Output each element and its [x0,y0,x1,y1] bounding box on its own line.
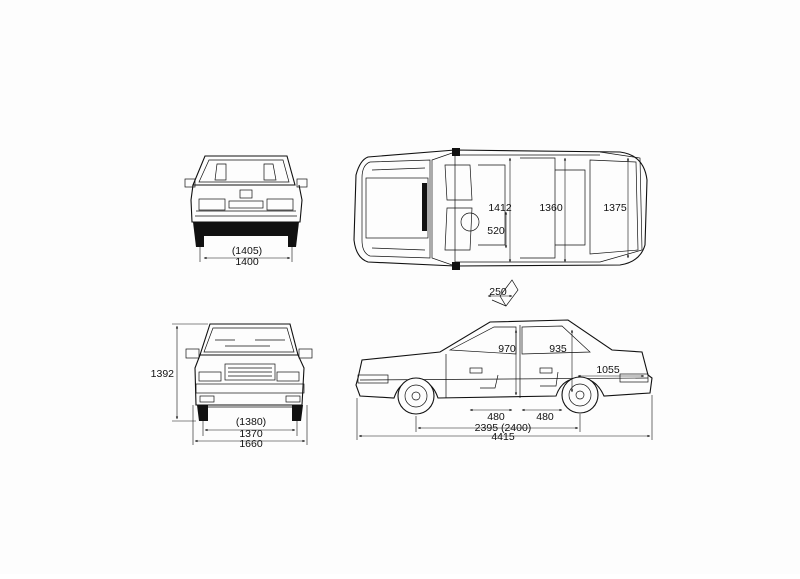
wheelbase-label: 2395 (2400) [475,422,532,434]
front-view-dimensions: 1392 (1380) 1370 1660 [151,325,306,450]
interior-width-dimensions: 1412 1360 1375 520 [487,157,630,263]
rear-view [184,155,308,262]
front-track-paren-label: (1380) [236,416,266,428]
rear-track-label: 1400 [235,256,259,268]
interior-width-mid-label: 1360 [539,202,563,214]
rear-headroom-label: 935 [549,343,567,355]
overall-height-label: 1392 [151,368,175,380]
rear-overhang-label: 1055 [596,364,620,376]
front-headroom-label: 970 [498,343,516,355]
overall-length-label: 4415 [491,431,515,443]
top-view [353,148,648,270]
front-view [172,323,313,445]
front-legroom-label: 480 [487,411,505,423]
rear-track-dimension: (1405) 1400 [203,245,291,268]
rear-track-paren-label: (1405) [232,245,262,257]
front-track-label: 1370 [239,428,263,440]
seat-depth-label: 520 [487,225,505,237]
overall-width-label: 1660 [239,438,263,450]
interior-width-rear-label: 1375 [603,202,627,214]
seat-travel-label: 250 [489,286,507,298]
rear-legroom-label: 480 [536,411,554,423]
interior-width-front-label: 1412 [488,202,512,214]
side-view-dimensions: 250 970 935 1055 480 480 2395 (2400) 441… [356,286,653,443]
